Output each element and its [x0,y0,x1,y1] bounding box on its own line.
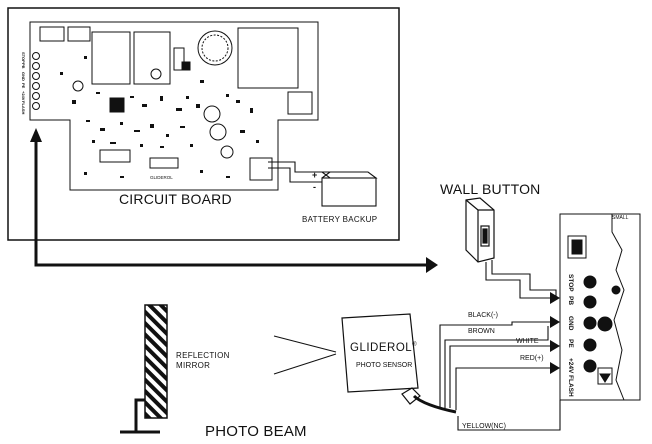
wire-label-white: WHITE [516,338,539,345]
board-terminal-label-gnd: GND [21,72,26,81]
sensor-brand-text: GLIDEROL [350,341,413,354]
sensor-name-label: PHOTO SENSOR [356,362,413,369]
terminal-block-small-label: SMALL [612,215,629,221]
wire-label-brown: BROWN [468,328,495,335]
reflection-mirror [144,304,168,419]
board-terminal-block [32,52,40,110]
reflection-label-line1: REFLECTION [176,351,230,360]
wall-button-label: WALL BUTTON [440,181,541,197]
connection-arrow [34,136,430,267]
photo-beam-lines [273,335,337,375]
sensor-brand-label: GLIDEROL® [350,342,417,354]
board-terminal-label-flash: FLASH [21,101,26,115]
terminal-block [559,213,641,401]
photo-beam-label: PHOTO BEAM [205,423,307,440]
board-components [60,56,259,178]
wire-label-yellow: YELLOW(NC) [462,423,506,430]
photo-sensor [341,313,421,405]
terminal-label-24v: +24V [567,358,574,374]
wire-arrowheads [550,292,560,374]
board-brand-label: GLIDEROL [150,175,173,180]
sensor-cable [412,394,457,414]
terminal-label-gnd: GND [567,316,574,331]
wall-button-wires [485,260,557,300]
terminal-label-pe: PE [567,339,574,348]
circuit-board [29,21,319,191]
arrow-up-head [30,128,42,142]
board-terminal-label-pe: PE [21,83,26,89]
board-terminal-label-pb: PB [21,63,26,69]
circuit-board-label: CIRCUIT BOARD [119,191,232,207]
battery-backup-label: BATTERY BACKUP [302,215,378,224]
battery-minus-sign: - [313,182,316,192]
sensor-registered-mark: ® [412,342,418,348]
wall-button [465,197,495,263]
mirror-mount [124,398,145,434]
battery-leads [268,161,322,183]
battery-backup [320,171,378,207]
arrow-right-head [426,257,438,273]
wire-label-red: RED(+) [520,355,544,362]
terminal-label-pb: PB [567,296,574,306]
board-terminal-label-24v: +24V [21,91,26,101]
sensor-wires [439,321,561,431]
battery-plus-sign: + [312,170,317,180]
board-terminal-label-stop: STOP [21,52,26,63]
circuit-board-frame [7,7,400,241]
reflection-label-line2: MIRROR [176,361,211,370]
terminal-label-stop: STOP [567,274,574,292]
wire-label-black: BLACK(-) [468,312,498,319]
terminal-label-flash: FLASH [567,375,574,397]
